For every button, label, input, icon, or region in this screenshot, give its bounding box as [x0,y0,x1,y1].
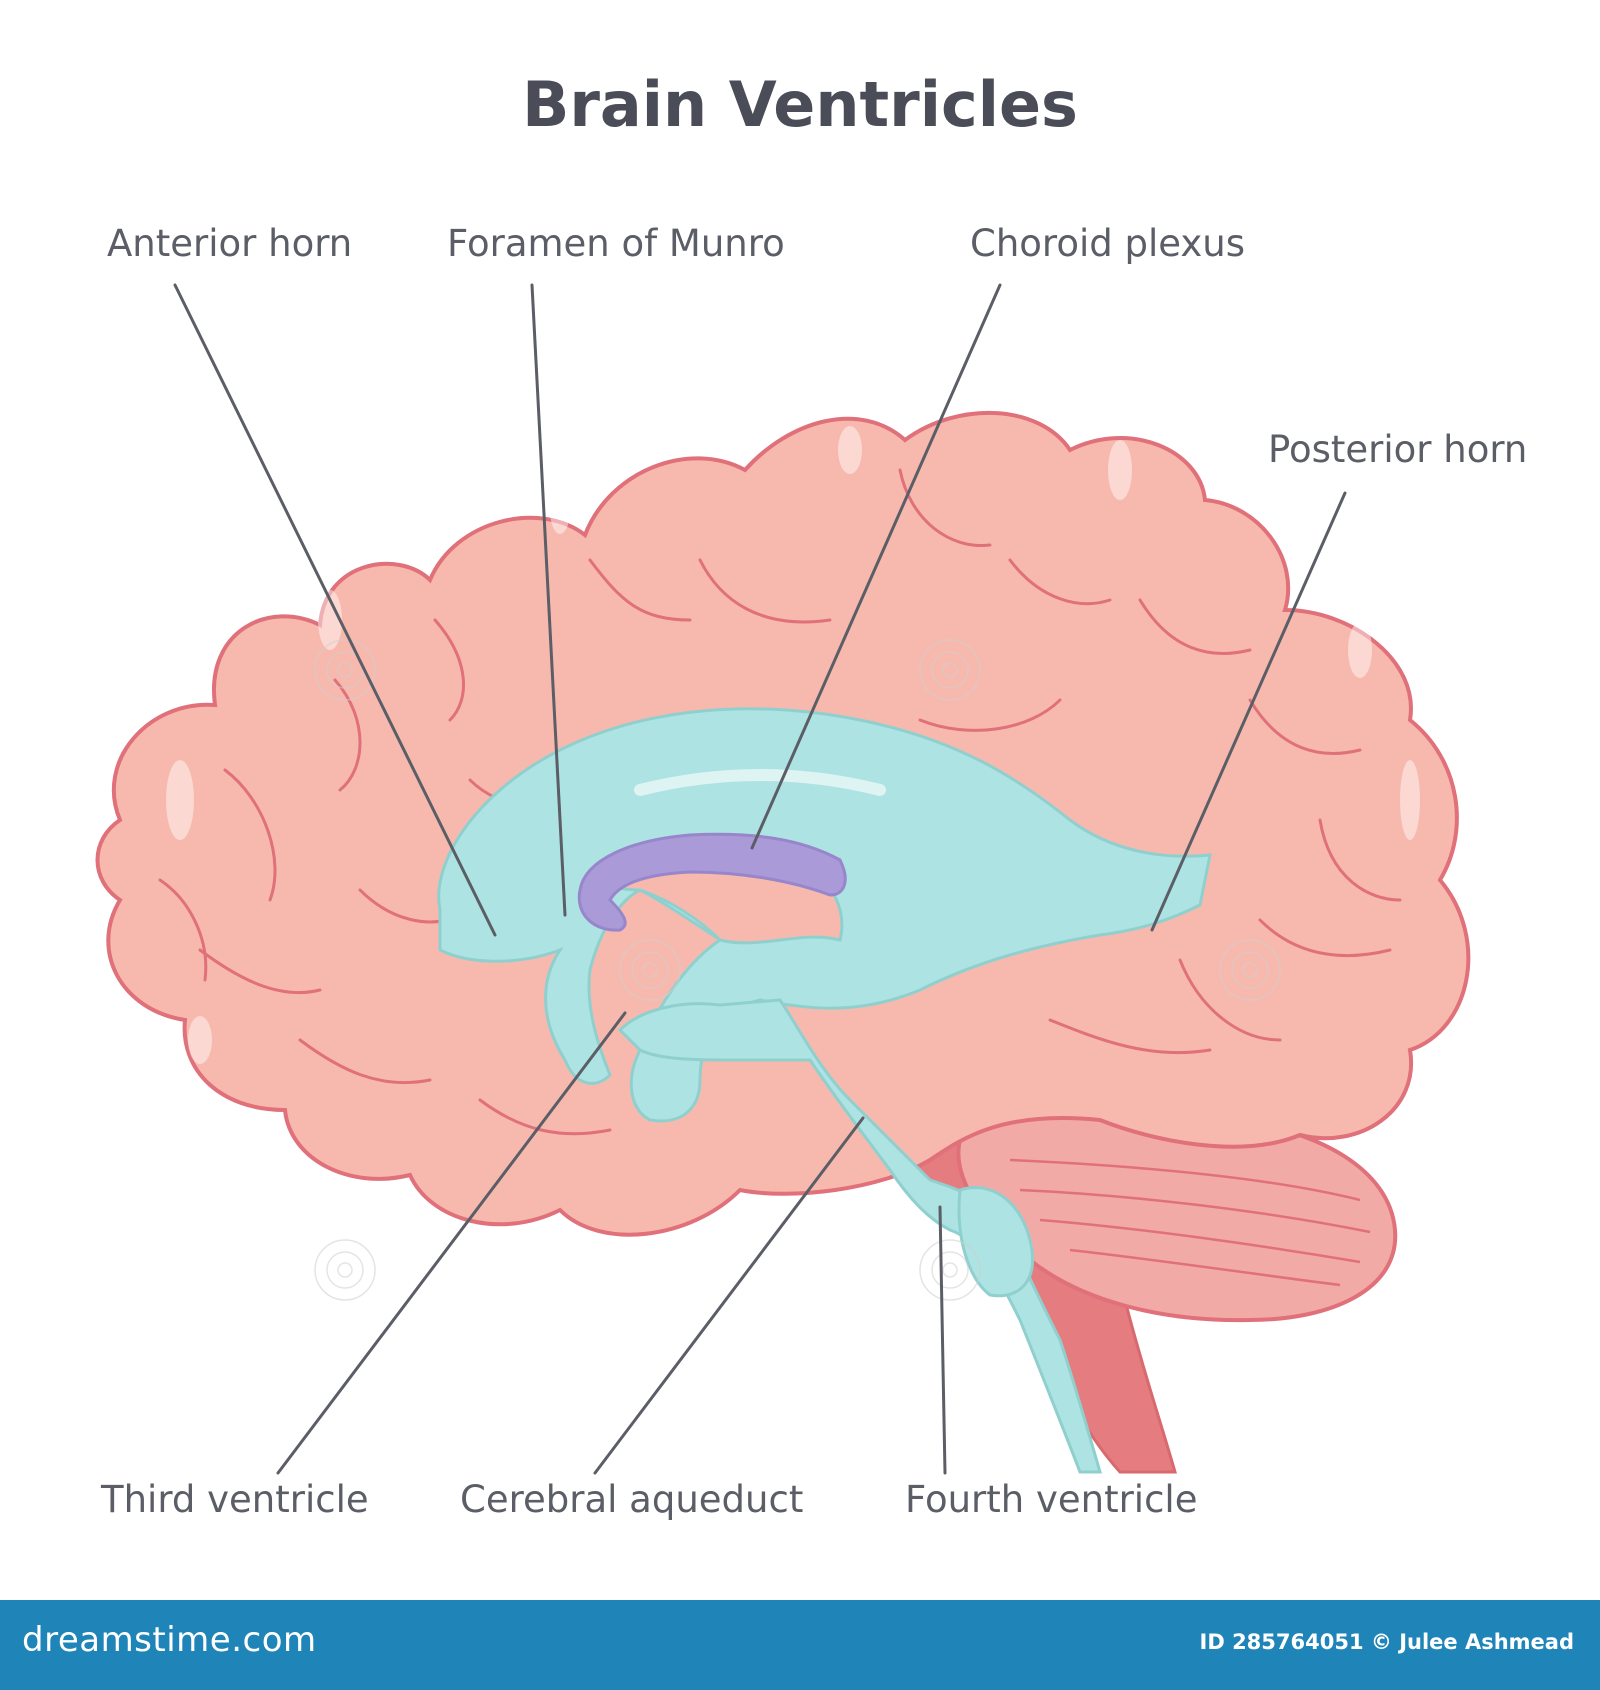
watermark-logo[interactable]: dreamstime.com [22,1620,317,1660]
page-title: Brain Ventricles [522,68,1078,141]
leader-line-choroid-plexus [750,283,1002,850]
leader-line-third-ventricle [276,1011,627,1475]
watermark-credit: ID 285764051 © Julee Ashmead [1199,1630,1574,1654]
leader-line-fourth-ventricle [938,1205,947,1475]
cerebrum-sulci [158,468,1402,1136]
label-choroid-plexus: Choroid plexus [970,222,1245,265]
label-fourth-ventricle: Fourth ventricle [905,1478,1198,1521]
leader-line-posterior-horn [1150,491,1347,932]
brain-illustration [95,283,1471,1475]
fourth-ventricle-bulge [957,1185,1035,1298]
cerebellum-folds [1009,1158,1371,1287]
choroid-plexus-shape [577,832,847,932]
label-third-ventricle: Third ventricle [101,1478,369,1521]
ventricle-highlight [634,769,886,796]
brain-highlights [166,426,1420,1064]
leader-line-anterior-horn [173,283,497,937]
watermark-footer: dreamstime.com ID 285764051 © Julee Ashm… [0,1600,1600,1690]
label-cerebral-aqueduct: Cerebral aqueduct [460,1478,804,1521]
leader-line-cerebral-aqueduct [593,1116,865,1475]
watermark-swirls [314,639,1281,1301]
label-foramen-of-munro: Foramen of Munro [447,222,785,265]
leader-lines [173,283,1347,1475]
leader-line-foramen-of-munro [530,283,567,917]
label-anterior-horn: Anterior horn [107,222,353,265]
label-posterior-horn: Posterior horn [1268,428,1528,471]
